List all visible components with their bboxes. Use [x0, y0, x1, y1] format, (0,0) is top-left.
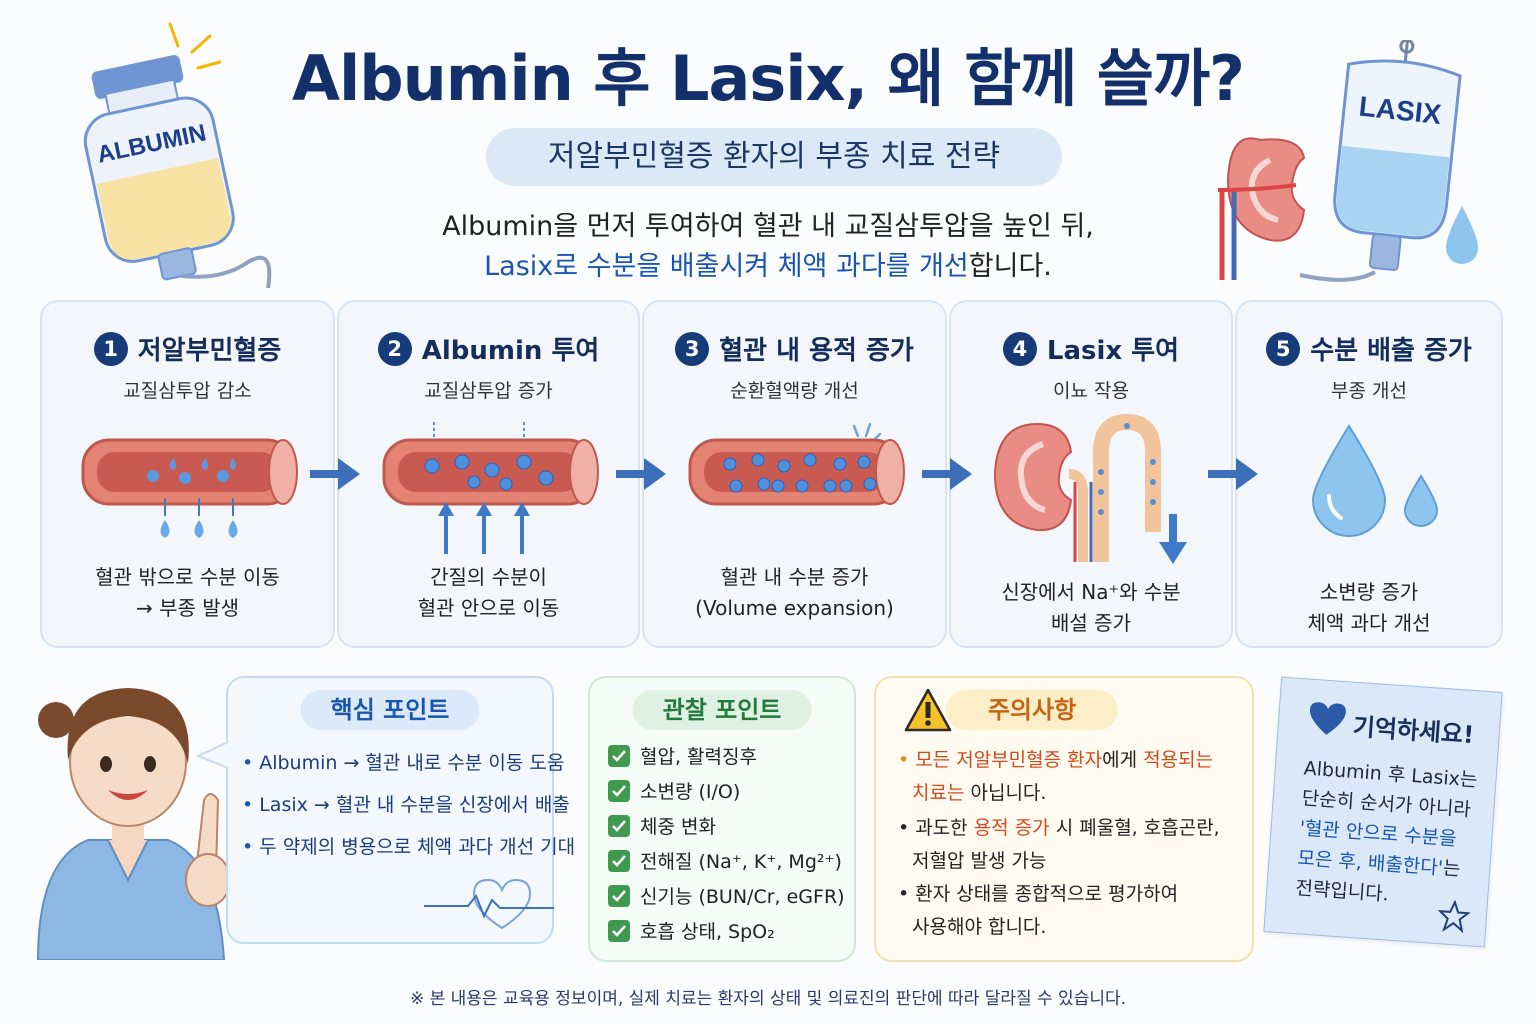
heartbeat-icon: [424, 878, 554, 930]
core-point-item: •두 약제의 병용으로 체액 과다 개선 기대: [242, 836, 576, 858]
caution-item-3: •환자 상태를 종합적으로 평가하여 사용해야 합니다.: [898, 883, 1179, 938]
checkbox-checked-icon: [608, 884, 630, 907]
step-subtitle: 교질삼투압 증가: [424, 380, 553, 402]
observation-item: 소변량 (I/O): [608, 777, 740, 804]
checkbox-checked-icon: [608, 849, 630, 872]
step-desc-2: 혈관 안으로 이동: [417, 596, 560, 620]
observation-points-title: 관찰 포인트: [632, 690, 812, 730]
step-subtitle: 순환혈액량 개선: [730, 380, 859, 402]
step-number: 2: [377, 331, 412, 366]
step-number: 5: [1266, 331, 1301, 366]
step-desc-2: (Volume expansion): [695, 596, 894, 620]
step-title: 수분 배출 증가: [1310, 336, 1472, 366]
intro-line-2: Lasix로 수분을 배출시켜 체액 과다를 개선합니다.: [300, 244, 1236, 283]
core-points-panel: 핵심 포인트 •Albumin → 혈관 내로 수분 이동 도움 •Lasix …: [226, 676, 575, 944]
observation-item: 호흡 상태, SpO₂: [608, 917, 775, 944]
memo-title: 기억하세요!: [1351, 712, 1475, 750]
caution-item-1: •모든 저알부민혈증 환자에게 적용되는 치료는 아닙니다.: [898, 749, 1214, 804]
step-desc-2: → 부종 발생: [135, 596, 240, 620]
checkbox-checked-icon: [608, 814, 630, 837]
caution-title: 주의사항: [945, 690, 1119, 730]
remember-memo: 기억하세요! Albumin 후 Lasix는 단순히 순서가 아니라 '혈관 …: [1263, 676, 1503, 948]
kidney-nephron-icon: [993, 413, 1187, 564]
intro-highlight: Lasix로 수분을 배출시켜 체액 과다를 개선: [484, 251, 969, 282]
arrow-right-icon: [616, 458, 666, 490]
step-card-5: 5 수분 배출 증가 부종 개선 소변량 증가 체액 과다 개선: [1235, 300, 1503, 648]
step-subtitle: 이뇨 작용: [1053, 380, 1129, 402]
step-title: Lasix 투여: [1046, 336, 1180, 366]
step-desc-2: 체액 과다 개선: [1307, 611, 1431, 635]
core-points-title: 핵심 포인트: [300, 690, 480, 730]
step-title: 저알부민혈증: [137, 336, 282, 366]
step-desc-1: 혈관 내 수분 증가: [720, 565, 869, 589]
step-desc-1: 혈관 밖으로 수분 이동: [95, 565, 280, 589]
observation-item: 전해질 (Na⁺, K⁺, Mg²⁺): [608, 847, 842, 874]
arrow-right-icon: [1208, 458, 1258, 490]
nurse-icon: [36, 688, 231, 960]
intro-tail: 합니다.: [968, 251, 1052, 282]
step-subtitle: 부종 개선: [1331, 380, 1407, 402]
step-card-1: 1 저알부민혈증 교질삼투압 감소 혈관 밖으로 수분 이동 → 부종 발생: [40, 300, 335, 648]
blood-vessel-full-icon: [688, 422, 905, 506]
observation-item: 신기능 (BUN/Cr, eGFR): [608, 882, 845, 909]
step-card-2: 2 Albumin 투여 교질삼투압 증가 간질의 수분이 혈관 안으로 이동: [337, 300, 640, 648]
lasix-bag-icon: LASIX: [1217, 40, 1478, 282]
speech-bubble-tail-icon: [196, 740, 230, 770]
arrow-right-icon: [922, 458, 972, 490]
water-drop-icon: [1311, 424, 1439, 537]
observation-item: 체중 변화: [608, 812, 716, 839]
step-card-3: 3 혈관 내 용적 증가 순환혈액량 개선 혈관 내 수분 증가 (Volume…: [642, 300, 947, 648]
step-desc-1: 신장에서 Na⁺와 수분: [1001, 580, 1181, 604]
observation-item: 혈압, 활력징후: [608, 742, 757, 769]
step-card-4: 4 Lasix 투여 이뇨 작용 신장에서 Na⁺와 수분 배설 증가: [949, 300, 1233, 648]
blood-vessel-leaking-icon: [81, 438, 298, 538]
warning-icon: [904, 688, 952, 732]
footnote: ※ 본 내용은 교육용 정보이며, 실제 치료는 환자의 상태 및 의료진의 판…: [409, 989, 1127, 1009]
step-number: 3: [675, 331, 710, 366]
caution-item-2: •과도한 용적 증가 시 폐울혈, 호흡곤란, 저혈압 발생 가능: [898, 817, 1220, 872]
core-point-item: •Albumin → 혈관 내로 수분 이동 도움: [242, 752, 565, 774]
checkbox-checked-icon: [608, 744, 630, 767]
intro-line-1: Albumin을 먼저 투여하여 혈관 내 교질삼투압을 높인 뒤,: [442, 211, 1094, 242]
observation-points-panel: 관찰 포인트 혈압, 활력징후 소변량 (I/O) 체중 변화 전해질 (Na⁺…: [588, 676, 856, 962]
memo-line: 전략입니다.: [1294, 877, 1390, 906]
checkbox-checked-icon: [608, 779, 630, 802]
page-title: Albumin 후 Lasix, 왜 함께 쓸까?: [292, 42, 1245, 115]
step-number: 1: [93, 331, 128, 366]
arrow-right-icon: [310, 458, 360, 490]
kidney-icon: [1217, 137, 1306, 280]
step-desc-2: 배설 증가: [1051, 611, 1131, 635]
star-icon: [1437, 899, 1471, 934]
step-title: 혈관 내 용적 증가: [719, 336, 914, 366]
blood-vessel-inflow-icon: [382, 422, 599, 554]
step-desc-1: 소변량 증가: [1319, 580, 1419, 604]
core-point-item: •Lasix → 혈관 내 수분을 신장에서 배출: [242, 794, 570, 816]
page-subtitle: 저알부민혈증 환자의 부종 치료 전략: [486, 128, 1062, 186]
step-title: Albumin 투여: [421, 336, 600, 366]
step-subtitle: 교질삼투압 감소: [123, 380, 252, 402]
caution-panel: 주의사항 •모든 저알부민혈증 환자에게 적용되는 치료는 아닙니다. •과도한…: [874, 676, 1254, 962]
heart-icon: [1309, 702, 1346, 735]
step-desc-1: 간질의 수분이: [430, 565, 547, 589]
step-number: 4: [1002, 331, 1037, 366]
albumin-bottle-icon: ALBUMIN: [83, 22, 272, 288]
water-drop-icon: [1446, 206, 1478, 264]
checkbox-checked-icon: [608, 919, 630, 942]
